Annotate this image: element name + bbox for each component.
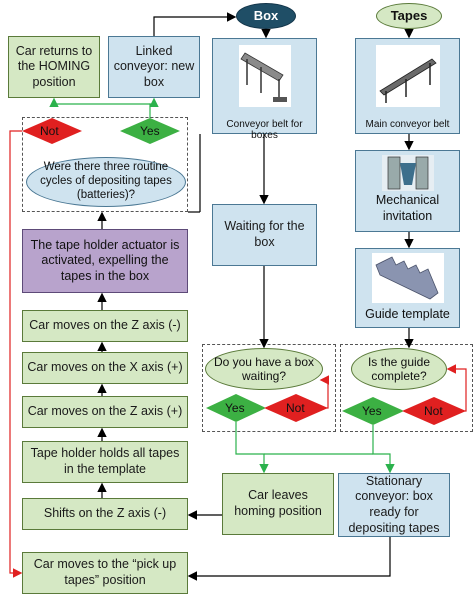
yes-label-left: Yes [140, 124, 160, 138]
guide-template-label: Guide template [365, 307, 450, 321]
car-pick-up-box: Car moves to the “pick up tapes” positio… [22, 552, 188, 594]
main-conveyor-image [376, 45, 440, 107]
not-label-left: Not [40, 124, 59, 138]
guide-template-panel: Guide template [355, 248, 460, 328]
main-conveyor-caption: Main conveyor belt [365, 119, 450, 130]
guide-template-image [372, 253, 444, 303]
three-cycles-decision-group [22, 117, 188, 212]
not-label-right: Not [424, 404, 443, 418]
car-z-minus-box: Car moves on the Z axis (-) [22, 310, 188, 342]
guide-complete-question: Is the guide complete? [351, 348, 447, 390]
not-label-middle: Not [286, 401, 305, 415]
yes-diamond-middle [206, 394, 266, 422]
start-tapes-oval: Tapes [376, 3, 442, 29]
mechanical-invitation-image [382, 155, 434, 191]
conveyor-boxes-panel: Conveyor belt for boxes [212, 38, 317, 141]
three-cycles-question: Were there three routine cycles of depos… [26, 157, 186, 207]
actuator-activated-box: The tape holder actuator is activated, e… [22, 229, 188, 293]
yes-label-middle: Yes [225, 401, 245, 415]
main-conveyor-panel: Main conveyor belt [355, 38, 460, 134]
car-x-plus-box: Car moves on the X axis (+) [22, 352, 188, 384]
car-returns-homing-box: Car returns to the HOMING position [8, 36, 100, 98]
yes-label-right: Yes [362, 404, 382, 418]
mechanical-invitation-label: Mechanical invitation [375, 193, 440, 223]
shifts-z-minus-box: Shifts on the Z axis (-) [22, 498, 188, 530]
start-box-oval: Box [236, 3, 296, 29]
stationary-conveyor-box: Stationary conveyor: box ready for depos… [338, 473, 450, 537]
tape-holder-holds-box: Tape holder holds all tapes in the templ… [22, 441, 188, 483]
mechanical-invitation-panel: Mechanical invitation [355, 150, 460, 232]
waiting-for-box: Waiting for the box [212, 204, 317, 266]
box-waiting-decision-group [202, 344, 336, 432]
not-diamond-right [402, 397, 466, 425]
car-z-plus-box: Car moves on the Z axis (+) [22, 396, 188, 428]
yes-diamond-left [120, 118, 180, 144]
not-diamond-middle [264, 394, 328, 422]
not-diamond-left [22, 118, 82, 144]
car-leaves-homing-box: Car leaves homing position [222, 473, 334, 535]
linked-conveyor-box: Linked conveyor: new box [108, 36, 200, 98]
box-waiting-question: Do you have a box waiting? [205, 348, 323, 390]
conveyor-belt-image [239, 45, 291, 107]
yes-diamond-right [342, 397, 404, 425]
